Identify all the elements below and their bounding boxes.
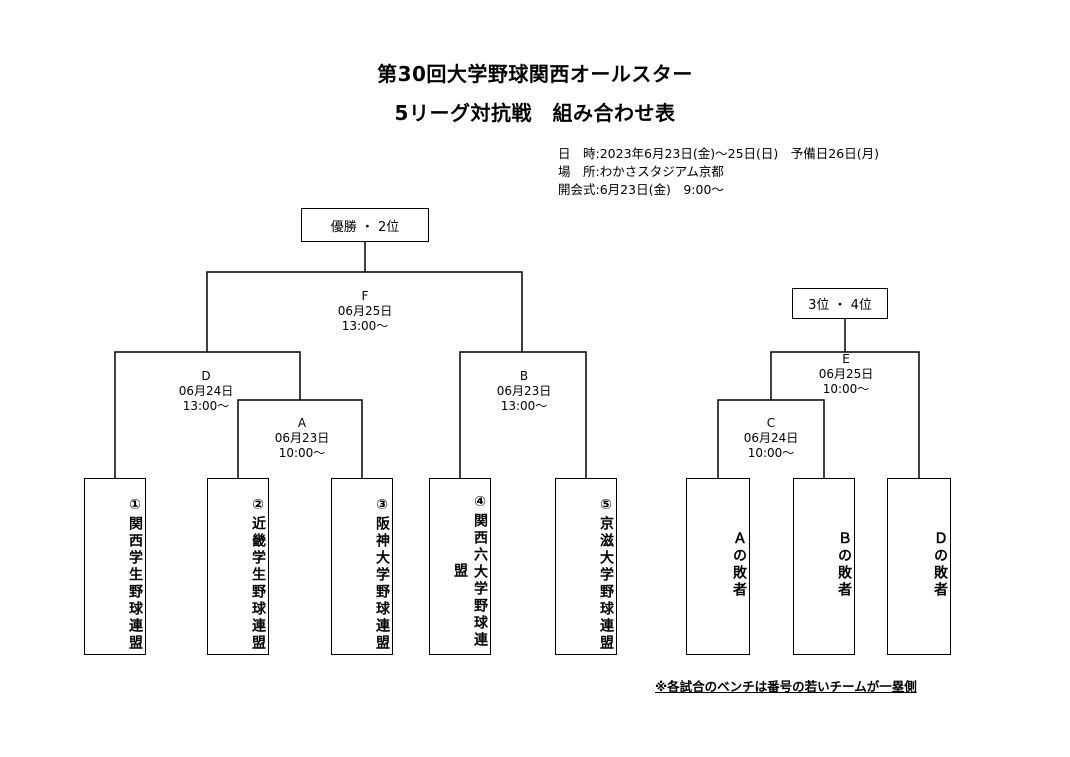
team-name-4: ④関西六大学野球連盟 xyxy=(452,494,488,649)
loser-name-d: Ｄの敗者 xyxy=(932,531,948,599)
match-b-time: 13:00～ xyxy=(500,399,548,413)
match-d-time: 13:00～ xyxy=(182,399,230,413)
match-f: F 06月25日 13:00～ xyxy=(315,289,415,334)
match-b-date: 06月23日 xyxy=(496,384,552,398)
team-name-1: ①関西学生野球連盟 xyxy=(127,497,143,652)
team-name-3: ③阪神大学野球連盟 xyxy=(374,497,390,652)
info-venue: 場 所:わかさスタジアム京都 xyxy=(558,164,724,179)
info-opening: 開会式:6月23日(金) 9:00～ xyxy=(558,182,724,197)
team-box-1: ①関西学生野球連盟 xyxy=(84,478,146,655)
team-box-4: ④関西六大学野球連盟 xyxy=(429,478,491,655)
match-e-date: 06月25日 xyxy=(818,367,874,381)
match-c-id: C xyxy=(766,416,776,430)
match-f-time: 13:00～ xyxy=(341,319,389,333)
match-b: B 06月23日 13:00～ xyxy=(474,369,574,414)
match-a-time: 10:00～ xyxy=(278,446,326,460)
loser-name-b: Ｂの敗者 xyxy=(836,531,852,599)
team-box-2: ②近畿学生野球連盟 xyxy=(207,478,269,655)
title-line-2: 5リーグ対抗戦 組み合わせ表 xyxy=(394,101,676,125)
match-a-id: A xyxy=(297,416,307,430)
match-d-id: D xyxy=(201,369,211,383)
team-name-2: ②近畿学生野球連盟 xyxy=(250,497,266,652)
match-b-id: B xyxy=(519,369,529,383)
title-line-1: 第30回大学野球関西オールスター xyxy=(377,62,693,86)
match-f-id: F xyxy=(361,289,369,303)
loser-box-d: Ｄの敗者 xyxy=(887,478,951,655)
match-f-date: 06月25日 xyxy=(337,304,393,318)
match-c-date: 06月24日 xyxy=(743,431,799,445)
match-e: E 06月25日 10:00～ xyxy=(796,352,896,397)
bench-note: ※各試合のベンチは番号の若いチームが一塁側 xyxy=(655,679,917,694)
champion-box: 優勝 ・ 2位 xyxy=(301,208,429,242)
team-box-3: ③阪神大学野球連盟 xyxy=(331,478,393,655)
match-d: D 06月24日 13:00～ xyxy=(156,369,256,414)
team-box-5: ⑤京滋大学野球連盟 xyxy=(555,478,617,655)
third-fourth-box: 3位 ・ 4位 xyxy=(792,288,888,319)
match-d-date: 06月24日 xyxy=(178,384,234,398)
loser-box-b: Ｂの敗者 xyxy=(793,478,855,655)
info-date: 日 時:2023年6月23日(金)～25日(日) 予備日26日(月) xyxy=(558,146,879,161)
match-e-time: 10:00～ xyxy=(822,382,870,396)
match-a-date: 06月23日 xyxy=(274,431,330,445)
loser-box-a: Ａの敗者 xyxy=(686,478,750,655)
loser-name-a: Ａの敗者 xyxy=(731,531,747,599)
match-e-id: E xyxy=(842,352,850,366)
match-c: C 06月24日 10:00～ xyxy=(721,416,821,461)
team-name-5: ⑤京滋大学野球連盟 xyxy=(598,497,614,652)
match-a: A 06月23日 10:00～ xyxy=(252,416,352,461)
match-c-time: 10:00～ xyxy=(747,446,795,460)
